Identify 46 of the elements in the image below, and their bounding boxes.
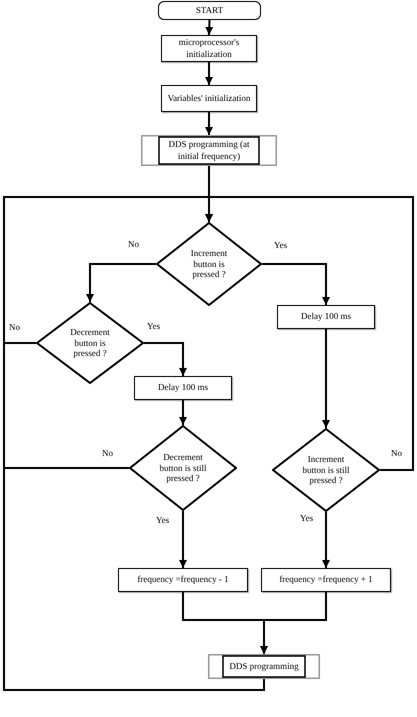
arrow	[86, 263, 156, 302]
node-label: Decrement button is still pressed ?	[158, 452, 208, 484]
node-label: Delay 100 ms	[158, 382, 208, 394]
edge-label: Yes	[147, 322, 160, 331]
process-box	[161, 85, 257, 112]
terminal-box	[158, 1, 261, 20]
node-label: Increment button is pressed ?	[190, 248, 228, 280]
node-label: DDS programming	[228, 660, 300, 672]
node-label: frequency =frequency - 1	[137, 574, 229, 586]
arrow	[3, 196, 265, 691]
decision-diamond	[36, 302, 144, 384]
process-box	[134, 376, 232, 400]
arrow	[179, 400, 187, 425]
edge-label: No	[102, 449, 113, 458]
decision-diamond	[129, 425, 237, 511]
node-label: microprocessor's initialization	[178, 37, 240, 60]
edge-label: Yes	[274, 241, 288, 250]
arrow	[205, 62, 213, 85]
process-box	[261, 568, 391, 592]
node-label: Variables' initialization	[168, 92, 250, 104]
node-label: frequency =frequency + 1	[279, 574, 373, 586]
arrow	[144, 342, 187, 376]
node-label: Delay 100 ms	[301, 311, 351, 323]
process-box	[118, 568, 248, 592]
predefined-process-box	[208, 654, 320, 679]
edge-label: No	[128, 240, 139, 249]
process-box	[277, 305, 375, 329]
node-label: Increment button is still pressed ?	[301, 454, 350, 486]
decision-diamond	[272, 428, 380, 512]
arrow	[179, 511, 187, 568]
node-label: Decrement button is pressed ?	[69, 327, 111, 359]
predefined-process-box	[141, 135, 277, 166]
arrow	[322, 512, 330, 568]
arrow	[322, 329, 330, 428]
arrow	[205, 20, 214, 36]
node-label: DDS programming (at initial frequency)	[168, 139, 250, 162]
process-box	[161, 35, 257, 62]
edge-label: No	[391, 449, 402, 458]
arrow	[260, 592, 327, 654]
decision-diamond	[156, 222, 262, 306]
edge-label: Yes	[300, 514, 314, 523]
arrow	[262, 263, 330, 305]
edge-label: Yes	[156, 516, 170, 525]
node-label: START	[196, 4, 224, 16]
edge-label: No	[9, 323, 20, 332]
arrow	[205, 112, 213, 135]
